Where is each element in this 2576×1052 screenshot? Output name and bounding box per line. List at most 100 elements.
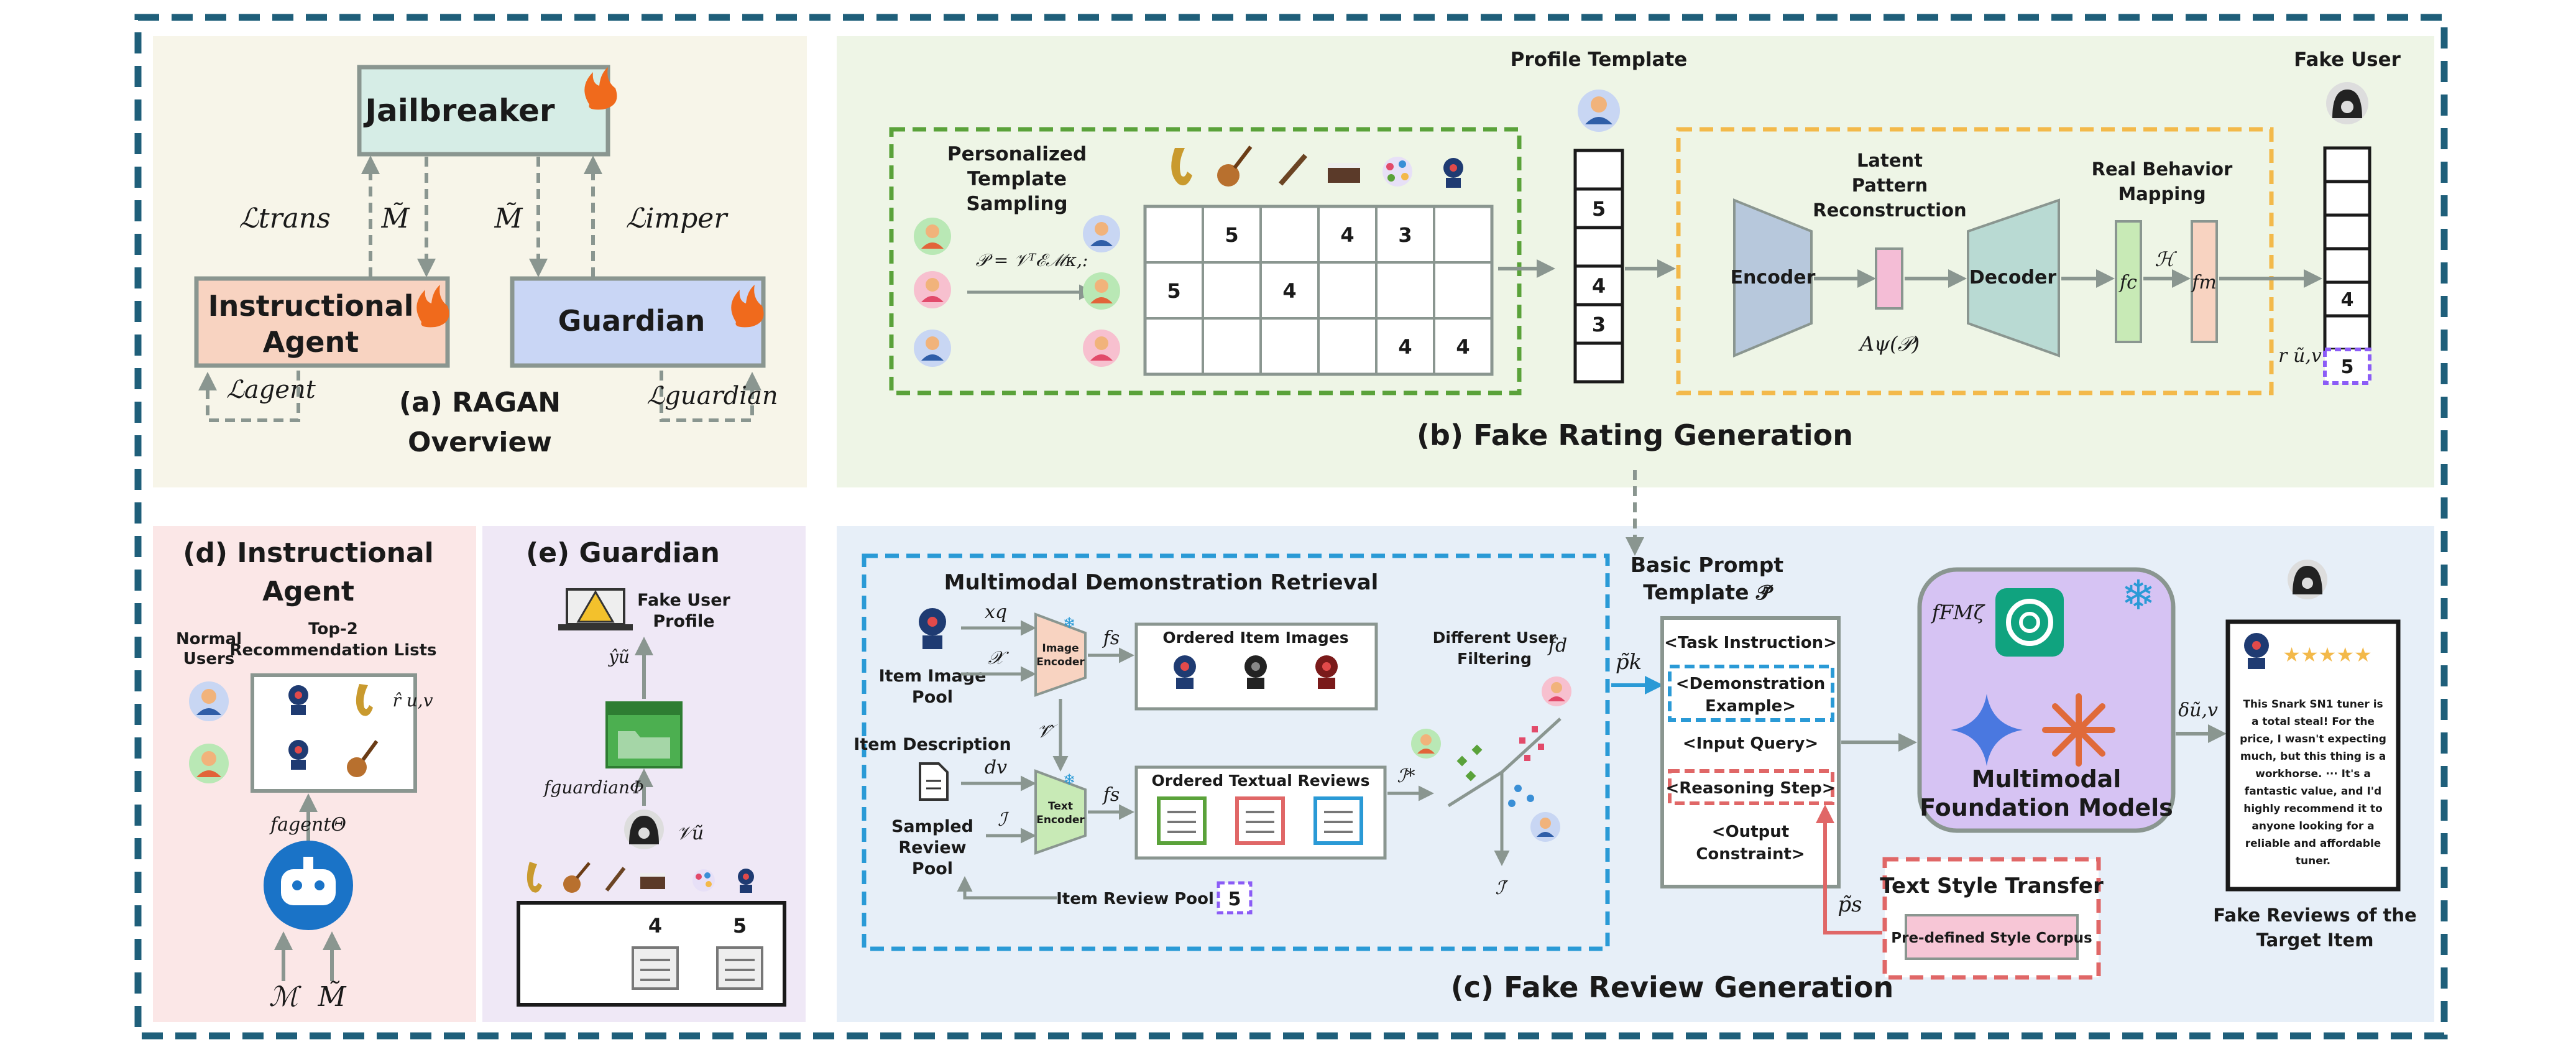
tuner-icon bbox=[1315, 655, 1338, 689]
pool-rating-box bbox=[1217, 881, 1253, 915]
color-wheel-icon bbox=[1382, 157, 1412, 187]
matrix-value: 4 bbox=[1456, 335, 1470, 359]
prompt-item: <Output bbox=[1712, 823, 1789, 841]
tuner-icon bbox=[1244, 655, 1267, 689]
fire-icon bbox=[731, 285, 764, 328]
profile-cell bbox=[1573, 303, 1624, 345]
top2-label-1: Top-2 bbox=[308, 620, 358, 639]
fake-user-cell bbox=[2323, 180, 2371, 217]
fake-user-value: 4 bbox=[2341, 289, 2354, 311]
f-agent-label: fagentΘ bbox=[269, 814, 346, 836]
fs-label-1: fs bbox=[1102, 627, 1120, 649]
guardian-rating-1: 4 bbox=[648, 914, 662, 938]
snowflake-icon: ❄ bbox=[2121, 571, 2155, 619]
review-card-icon bbox=[1313, 796, 1363, 845]
arrow-review-pool bbox=[957, 876, 1057, 900]
matrix-value: 4 bbox=[1398, 335, 1412, 359]
fake-user-cell bbox=[2323, 247, 2371, 284]
m-tilde-1: M̃ bbox=[380, 201, 410, 234]
fake-user-column: 45 bbox=[2323, 146, 2371, 385]
style-corpus-label: Pre-defined Style Corpus bbox=[1891, 930, 2092, 946]
tuner-icon bbox=[288, 740, 308, 770]
matrix-value: 4 bbox=[1282, 279, 1296, 303]
guitar-icon bbox=[1217, 145, 1253, 187]
fc-block bbox=[2115, 220, 2142, 343]
accordion-icon bbox=[640, 873, 665, 889]
user-avatar bbox=[1411, 729, 1441, 759]
panel-d: (d) Instructional Agent Normal Users Top… bbox=[176, 537, 437, 1013]
fake-user-value: 5 bbox=[2341, 356, 2354, 378]
tuner-icon bbox=[2244, 633, 2269, 669]
hacker-icon bbox=[2288, 560, 2327, 599]
text-encoder-label-2: Encoder bbox=[1036, 814, 1085, 826]
matrix-value: 4 bbox=[1340, 223, 1354, 247]
panel-d-label-2: Agent bbox=[262, 576, 354, 607]
l-guardian: ℒguardian bbox=[646, 382, 778, 410]
ordered-images-label: Ordered Item Images bbox=[1162, 629, 1348, 647]
panel-e-label: (e) Guardian bbox=[526, 537, 720, 569]
fc-label: fc bbox=[2118, 272, 2137, 293]
review-line: a total steal! For the bbox=[2252, 716, 2375, 728]
text-encoder-label-1: Text bbox=[1048, 800, 1073, 813]
folder-window-icon bbox=[605, 701, 683, 768]
openai-icon bbox=[1995, 588, 2064, 657]
fire-icon bbox=[416, 285, 449, 328]
sampling-box bbox=[889, 127, 1522, 395]
encoder-shape bbox=[1733, 198, 1813, 358]
snowflake-icon: ❄ bbox=[1063, 771, 1075, 788]
real-behavior-1: Real Behavior bbox=[2092, 159, 2233, 180]
style-transfer-title: Text Style Transfer bbox=[1880, 874, 2104, 898]
fake-profile-label-2: Profile bbox=[653, 612, 714, 631]
fm-label: fm bbox=[2191, 272, 2217, 293]
a-psi-label: Aψ(𝒫) bbox=[1858, 332, 1920, 356]
panel-d-label-1: (d) Instructional bbox=[183, 537, 434, 569]
arrow-guardian-loop bbox=[660, 371, 761, 422]
text-encoder-shape bbox=[1034, 769, 1087, 855]
profile-cell bbox=[1573, 187, 1624, 229]
review-line: fantastic value, and I'd bbox=[2245, 785, 2381, 798]
r-hat-label: r̂ u,v bbox=[392, 690, 433, 711]
snowflake-icon: ❄ bbox=[1063, 614, 1075, 632]
saxophone-icon bbox=[356, 684, 373, 716]
l-agent: ℒagent bbox=[226, 376, 316, 404]
guitar-icon bbox=[563, 862, 591, 893]
mfm-label-1: Multimodal bbox=[1972, 765, 2122, 793]
user-avatar bbox=[1083, 215, 1120, 252]
tuner-icon bbox=[1174, 655, 1196, 689]
xq-label: xq bbox=[985, 601, 1007, 623]
prompt-item: Example> bbox=[1705, 697, 1796, 716]
mfm-box bbox=[1917, 567, 2176, 833]
guardian-rating-2: 5 bbox=[733, 914, 747, 938]
normal-users-1: Normal bbox=[176, 630, 242, 648]
user-avatar bbox=[914, 271, 951, 308]
panel-c: Multimodal Demonstration Retrieval Item … bbox=[853, 553, 2416, 1004]
r-label: r ũ,v bbox=[2278, 345, 2322, 367]
i-prime-label: ℐ′ bbox=[1496, 877, 1509, 899]
robot-icon bbox=[264, 841, 353, 930]
prompt-title-1: Basic Prompt bbox=[1631, 553, 1784, 577]
f-guardian-label: fguardianΦ bbox=[543, 777, 644, 798]
arrow-ps bbox=[1816, 805, 1882, 934]
mfm-label-2: Foundation Models bbox=[1920, 794, 2173, 821]
profile-column: 543 bbox=[1573, 149, 1624, 384]
review-line: much, but this thing is a bbox=[2240, 750, 2386, 763]
latent-vector bbox=[1875, 247, 1903, 310]
guitar-icon bbox=[347, 740, 379, 777]
review-card-icon bbox=[1235, 796, 1285, 845]
matrix-cell bbox=[1433, 317, 1493, 376]
panel-a: Jailbreaker Instructional Agent Guardian… bbox=[194, 65, 778, 458]
user-avatar bbox=[189, 681, 229, 721]
user-avatar bbox=[1083, 330, 1120, 367]
decoder-shape bbox=[1967, 198, 2060, 358]
clarinet-icon bbox=[1278, 154, 1308, 186]
fire-icon bbox=[584, 67, 617, 110]
prompt-title-2: Template 𝒫̃ bbox=[1643, 580, 1773, 604]
panel-a-label-1: (a) RAGAN bbox=[399, 387, 561, 418]
user-avatar bbox=[1083, 272, 1120, 310]
saxophone-icon bbox=[1171, 148, 1192, 186]
prompt-item: Constraint> bbox=[1696, 845, 1805, 864]
diff-user-label-1: Different User bbox=[1433, 629, 1557, 647]
panel-a-label-2: Overview bbox=[408, 427, 552, 458]
delta-label: δũ,v bbox=[2178, 699, 2218, 721]
